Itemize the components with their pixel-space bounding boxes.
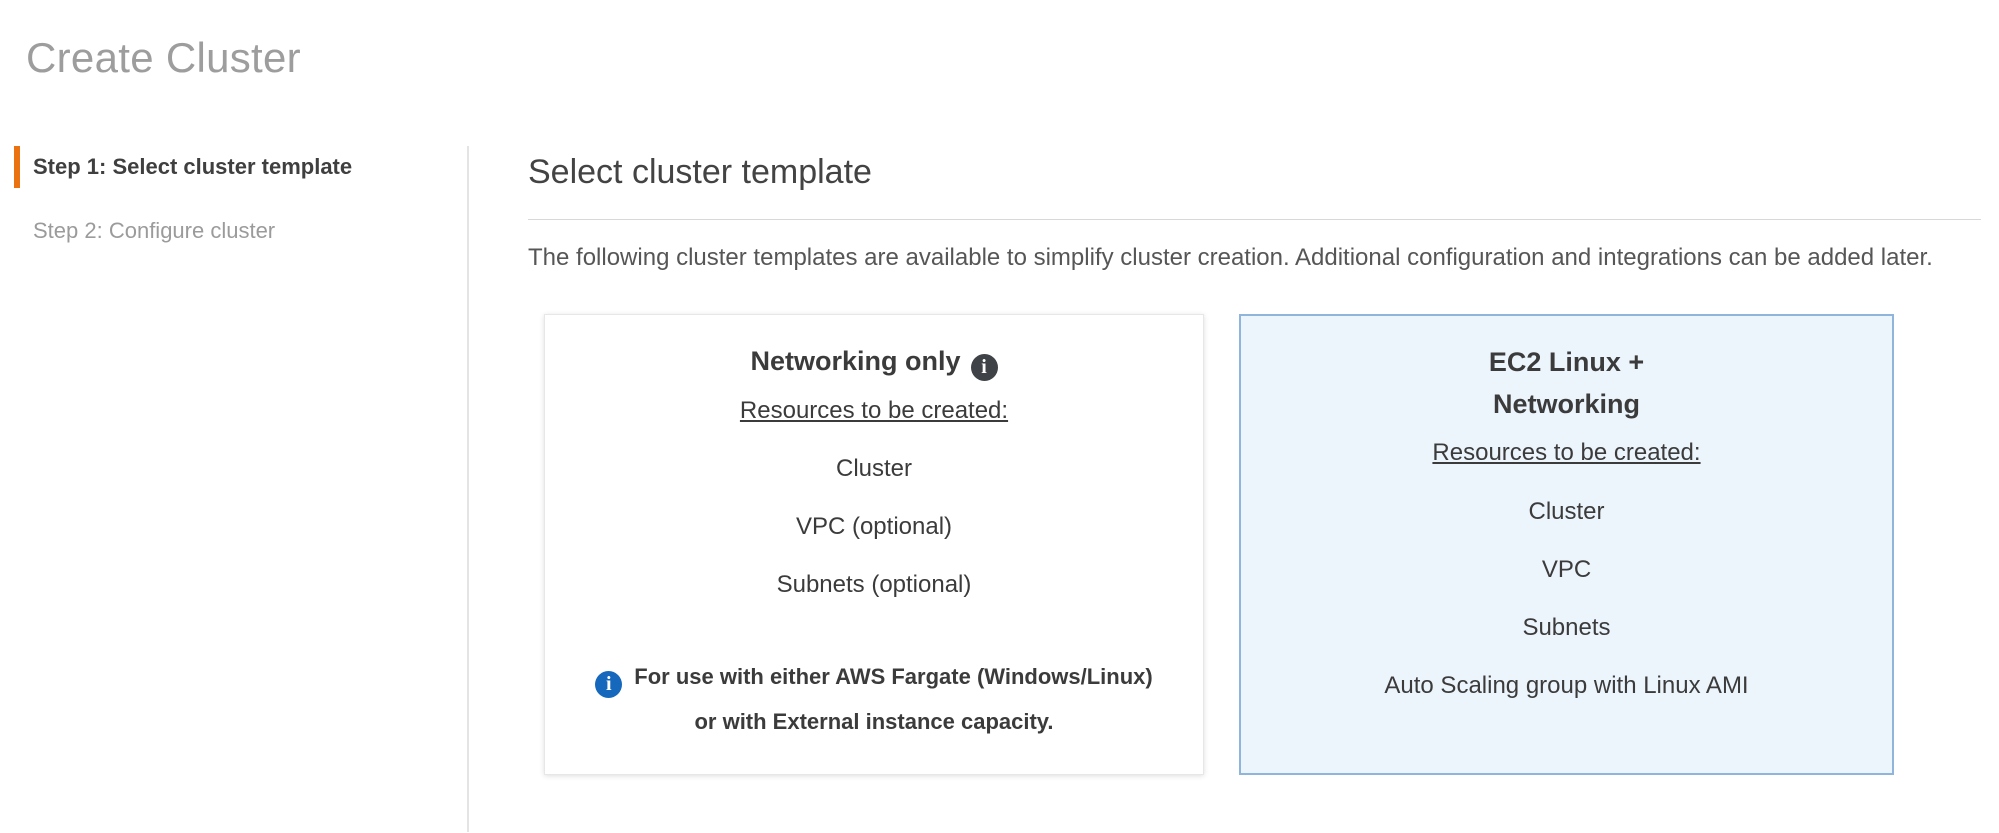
resource-item: Subnets bbox=[1522, 614, 1611, 642]
template-card-ec2-linux-networking[interactable]: EC2 Linux + Networking Resources to be c… bbox=[1239, 313, 1894, 775]
resource-item: Auto Scaling group with Linux AMI bbox=[1384, 672, 1749, 700]
fargate-note: i For use with either AWS Fargate (Window… bbox=[569, 654, 1179, 744]
heading-rule bbox=[528, 218, 1981, 220]
info-icon-blue: i bbox=[595, 670, 623, 698]
section-description: The following cluster templates are avai… bbox=[528, 243, 1933, 271]
page-title: Create Cluster bbox=[26, 34, 301, 81]
info-icon[interactable]: i bbox=[970, 353, 998, 381]
wizard-step-2[interactable]: Step 2: Configure cluster bbox=[33, 218, 276, 244]
page-header: Create Cluster bbox=[0, 0, 1999, 82]
fargate-note-text1: For use with either AWS Fargate (Windows… bbox=[634, 663, 1153, 689]
wizard-step-1[interactable]: Step 1: Select cluster template bbox=[14, 146, 467, 189]
resources-label: Resources to be created: bbox=[1432, 439, 1701, 467]
template-title-line1: EC2 Linux + bbox=[1488, 346, 1645, 377]
section-heading: Select cluster template bbox=[528, 153, 872, 191]
wizard-steps-nav: Step 1: Select cluster template Step 2: … bbox=[0, 146, 467, 832]
main-panel: Select cluster template The following cl… bbox=[467, 146, 1999, 832]
template-title-networking-only: Networking only i bbox=[569, 341, 1179, 383]
fargate-note-text2: or with External instance capacity. bbox=[694, 708, 1054, 734]
resource-item: VPC bbox=[1541, 556, 1592, 584]
template-title-ec2-linux-networking: EC2 Linux + Networking bbox=[1265, 342, 1868, 426]
resources-label: Resources to be created: bbox=[739, 396, 1009, 424]
resource-item: VPC (optional) bbox=[795, 513, 953, 541]
content-row: Step 1: Select cluster template Step 2: … bbox=[0, 146, 1999, 832]
template-title-line2: Networking bbox=[1492, 388, 1640, 419]
resource-item: Cluster bbox=[1528, 498, 1605, 526]
template-card-networking-only[interactable]: Networking only i Resources to be created… bbox=[544, 313, 1204, 775]
resource-item: Subnets (optional) bbox=[776, 571, 972, 599]
template-cards: Networking only i Resources to be created… bbox=[544, 313, 1981, 775]
fargate-note-line1: i For use with either AWS Fargate (Window… bbox=[595, 663, 1153, 698]
template-title-text: Networking only bbox=[750, 345, 961, 376]
resource-item: Cluster bbox=[835, 455, 913, 483]
